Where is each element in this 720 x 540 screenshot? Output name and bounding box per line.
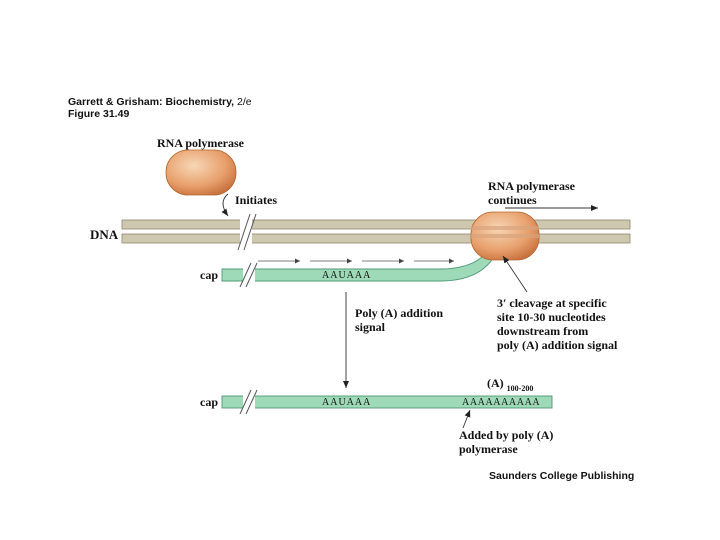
rna-polymerase-label: RNA polymerase (157, 136, 244, 150)
publisher-credit: Saunders College Publishing (489, 470, 635, 482)
nascent-rna (221, 243, 501, 288)
figure-number: Figure 31.49 (68, 108, 130, 120)
poly-a-tail-sequence: AAAAAAAAAA (462, 397, 541, 408)
signal-sequence-top: AAUAAA (322, 270, 372, 281)
cleavage-label: 3′ cleavage at specific site 10-30 nucle… (497, 296, 617, 352)
cleavage-line-3: downstream from (497, 324, 589, 338)
added-by-pointer-arrow (462, 409, 471, 429)
tail-subscript: 100-200 (506, 384, 534, 393)
cleavage-line-1: 3′ cleavage at specific (497, 296, 607, 310)
added-by-line-2: polymerase (459, 442, 518, 456)
source-edition: 2/e (237, 96, 252, 108)
cap-label-bottom: cap (200, 395, 218, 409)
polymerase-continues-line-1: RNA polymerase (488, 179, 575, 193)
poly-a-tail-length-label: (A) 100-200 (487, 376, 534, 393)
added-by-label: Added by poly (A) polymerase (459, 428, 553, 456)
signal-sequence-bottom: AAUAAA (322, 397, 372, 408)
dna-break-mark (237, 213, 257, 251)
cleavage-line-2: site 10-30 nucleotides (497, 310, 606, 324)
cleavage-pointer-arrow (502, 255, 528, 293)
rna-polymerase-free (165, 149, 237, 196)
source-title: Garrett & Grisham: Biochemistry, (68, 96, 238, 108)
dna-label: DNA (90, 227, 119, 242)
cleavage-line-4: poly (A) addition signal (497, 338, 618, 352)
poly-a-signal-label: Poly (A) addition signal (355, 306, 443, 334)
mature-mrna (221, 389, 553, 415)
polymerase-continues-label: RNA polymerase continues (488, 179, 575, 207)
rna-polymerase-bound (470, 211, 540, 261)
dna-strand-top (121, 219, 631, 230)
cap-label-top: cap (200, 268, 218, 282)
dna-strand-bottom (121, 233, 631, 244)
initiates-arrow (221, 193, 229, 217)
tail-label: (A) (487, 376, 504, 390)
poly-a-signal-line-1: Poly (A) addition (355, 306, 444, 320)
dna-duplex (121, 219, 631, 244)
initiates-label: Initiates (235, 193, 277, 207)
source-credit: Garrett & Grisham: Biochemistry, 2/e (68, 96, 252, 108)
added-by-line-1: Added by poly (A) (459, 428, 554, 442)
polymerase-continues-line-2: continues (488, 193, 537, 207)
poly-a-signal-line-2: signal (355, 320, 386, 334)
